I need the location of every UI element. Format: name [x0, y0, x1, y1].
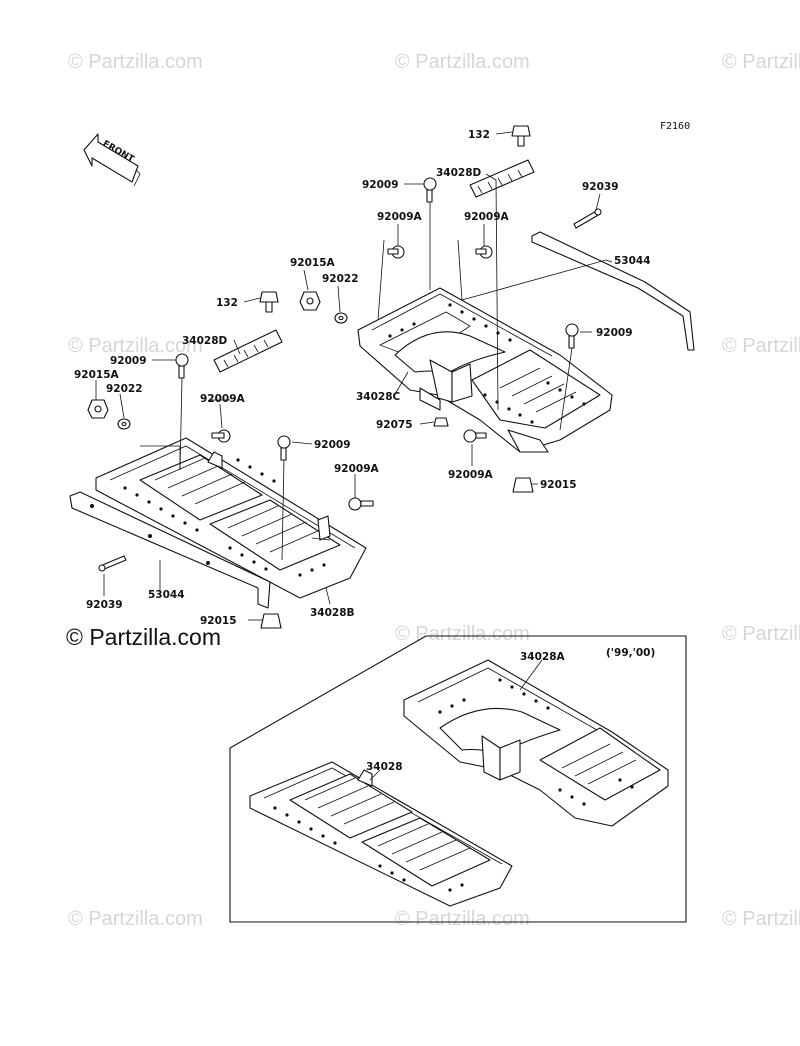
label-132[interactable]: 132: [468, 129, 490, 141]
label-92015a[interactable]: 92015A: [290, 257, 336, 269]
screw-92009-left-mid: [277, 435, 291, 461]
label-92009a[interactable]: 92009A: [200, 393, 246, 405]
label-92009[interactable]: 92009: [596, 327, 633, 339]
watermark-layer: © Partzilla.com © Partzilla.com © Partzi…: [68, 51, 800, 930]
label-34028c[interactable]: 34028C: [356, 391, 401, 403]
bolt-132-left: [259, 291, 279, 313]
label-92039[interactable]: 92039: [86, 599, 123, 611]
nut-92015-right: [512, 477, 534, 493]
label-34028b[interactable]: 34028B: [310, 607, 355, 619]
screw-92009a-left-a: [211, 429, 231, 443]
label-92015[interactable]: 92015: [540, 479, 577, 491]
years-note: ('99,'00): [606, 647, 655, 659]
washer-92022-left: [117, 418, 131, 430]
watermark: © Partzilla.com: [722, 335, 800, 357]
screw-92009a-right-b: [475, 245, 493, 259]
label-92009a[interactable]: 92009A: [448, 469, 494, 481]
guard-53044-left: [69, 491, 271, 609]
screw-92009a-left-b: [348, 497, 374, 511]
label-34028a[interactable]: 34028A: [520, 651, 566, 663]
watermark: © Partzilla.com: [68, 51, 203, 73]
guard-53044-right: [531, 231, 695, 351]
floorboard-34028: [249, 761, 513, 907]
brand-watermark: © Partzilla.com: [66, 624, 221, 650]
floorboard-34028a: [403, 659, 669, 827]
figure-code: F2160: [660, 121, 690, 132]
screw-92009-left-top: [175, 353, 189, 379]
part-labels: 132 34028D 92009 92009A 92009A 92039 530…: [74, 129, 655, 773]
inset-box: [229, 635, 687, 923]
label-92039[interactable]: 92039: [582, 181, 619, 193]
watermark: © Partzilla.com: [722, 51, 800, 73]
nut-92015a-left: [87, 399, 109, 419]
bracket-34028d-right: [469, 159, 535, 198]
bolt-132-right: [511, 125, 531, 147]
watermark: © Partzilla.com: [722, 908, 800, 930]
label-34028d[interactable]: 34028D: [182, 335, 228, 347]
screw-92009a-right-bottom: [463, 429, 487, 443]
front-arrow-icon: FRONT: [83, 133, 141, 187]
label-92009a[interactable]: 92009A: [464, 211, 510, 223]
label-34028[interactable]: 34028: [366, 761, 403, 773]
pin-92039-left: [98, 555, 127, 572]
floorboard-left-34028b: [95, 437, 367, 599]
screw-92009-right-side: [565, 323, 579, 349]
label-92022[interactable]: 92022: [106, 383, 143, 395]
label-92009[interactable]: 92009: [314, 439, 351, 451]
label-92022[interactable]: 92022: [322, 273, 359, 285]
screw-92009-right-top: [423, 177, 437, 203]
washer-92022-middle: [334, 312, 348, 324]
label-92015[interactable]: 92015: [200, 615, 237, 627]
watermark: © Partzilla.com: [68, 335, 203, 357]
label-53044[interactable]: 53044: [148, 589, 185, 601]
label-92015a[interactable]: 92015A: [74, 369, 120, 381]
label-53044[interactable]: 53044: [614, 255, 651, 267]
watermark: © Partzilla.com: [722, 623, 800, 645]
label-92009a[interactable]: 92009A: [334, 463, 380, 475]
watermark: © Partzilla.com: [395, 623, 530, 645]
nut-92015a-middle: [299, 291, 321, 311]
watermark: © Partzilla.com: [395, 51, 530, 73]
watermark: © Partzilla.com: [68, 908, 203, 930]
nut-92015-left: [260, 613, 282, 629]
label-92075[interactable]: 92075: [376, 419, 413, 431]
watermark: © Partzilla.com: [395, 908, 530, 930]
label-92009[interactable]: 92009: [110, 355, 147, 367]
label-92009[interactable]: 92009: [362, 179, 399, 191]
bracket-34028d-left: [213, 329, 283, 373]
leader-lines: [95, 131, 613, 781]
nut-92075: [433, 417, 449, 427]
label-132[interactable]: 132: [216, 297, 238, 309]
floorboard-right-34028c: [357, 287, 613, 453]
label-34028d[interactable]: 34028D: [436, 167, 482, 179]
screw-92009a-right-a: [387, 245, 405, 259]
label-92009a[interactable]: 92009A: [377, 211, 423, 223]
pin-92039-right: [573, 208, 602, 229]
